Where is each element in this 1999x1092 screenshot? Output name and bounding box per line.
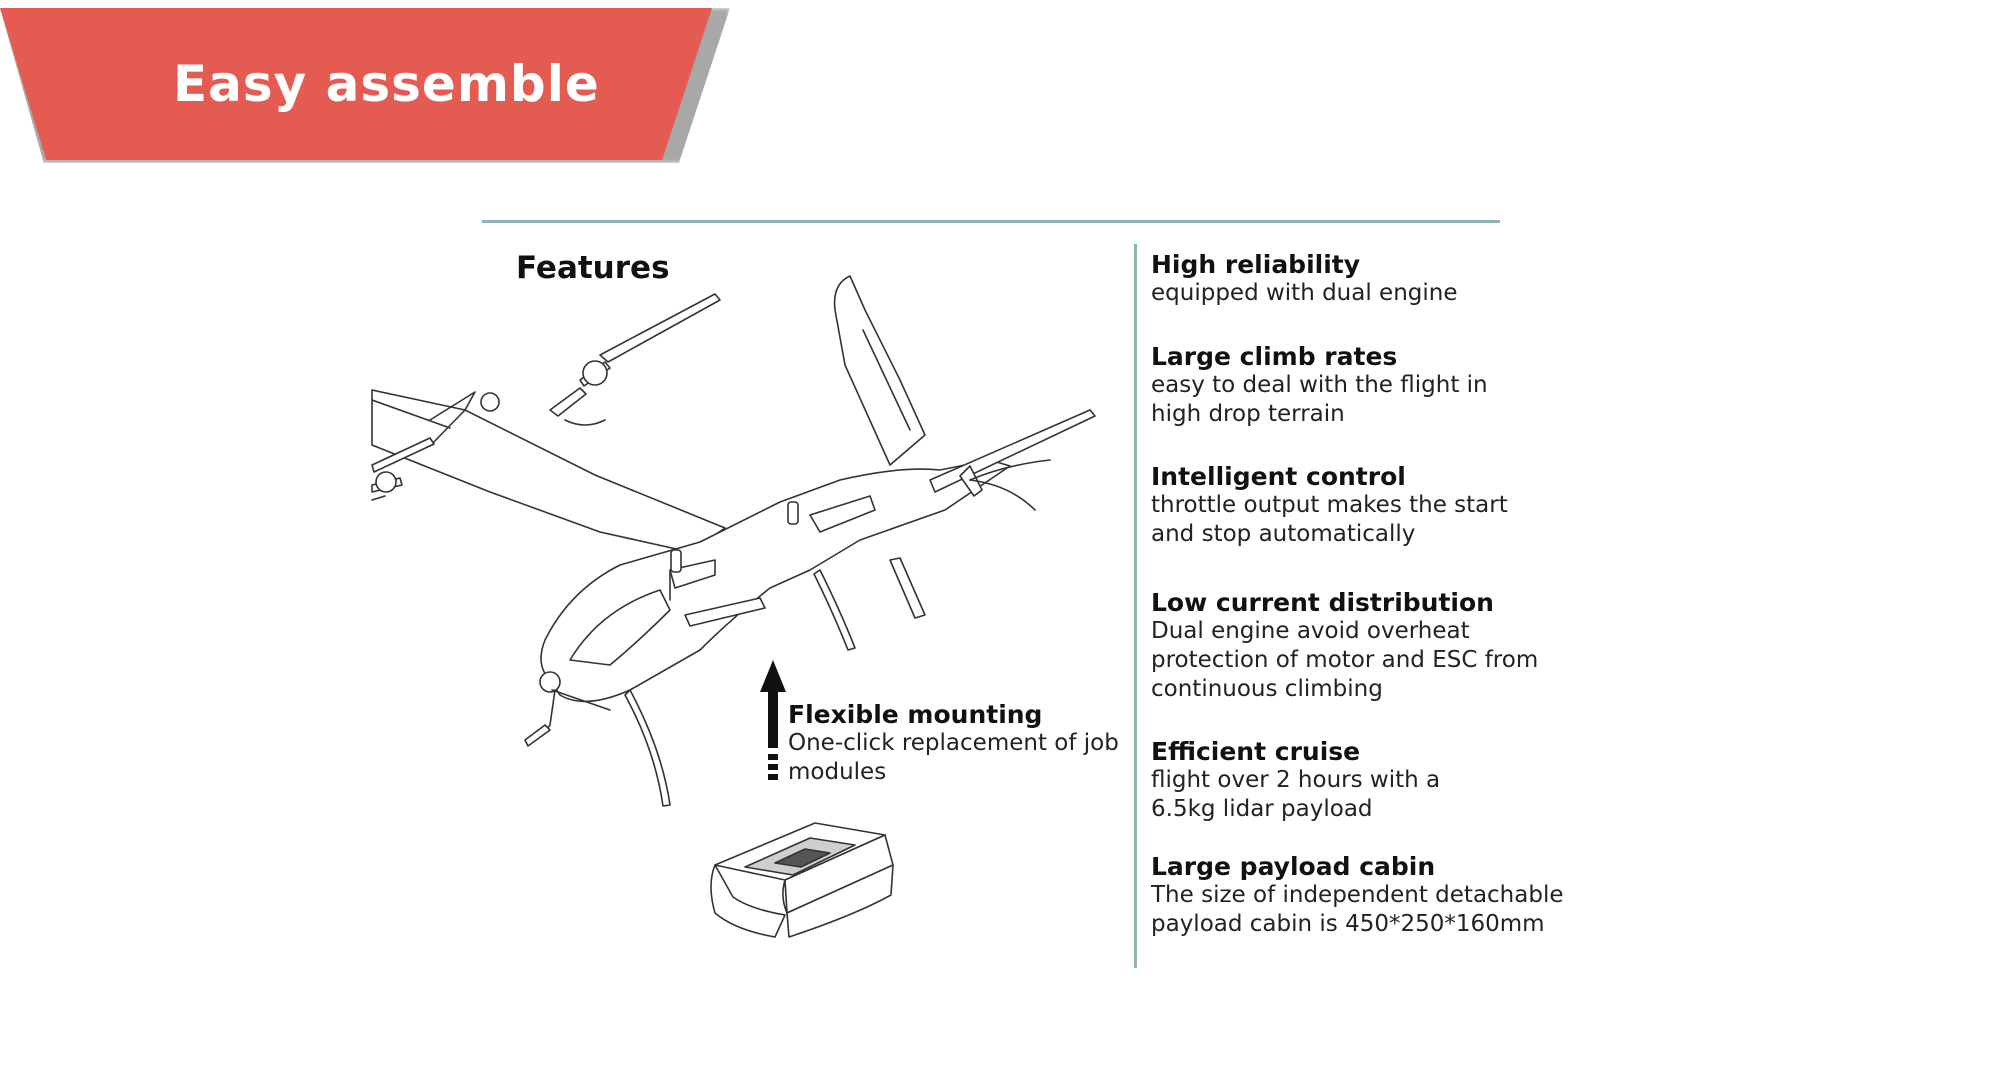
feature-description: flight over 2 hours with a 6.5kg lidar p… — [1151, 767, 1441, 822]
feature-item: Intelligent control throttle output make… — [1151, 462, 1591, 549]
features-heading: Features — [516, 250, 670, 286]
feature-title: Efficient cruise — [1151, 737, 1361, 766]
feature-title: Large payload cabin — [1151, 852, 1436, 881]
feature-item: Large payload cabin The size of independ… — [1151, 852, 1591, 939]
feature-description: The size of independent detachable paylo… — [1151, 882, 1564, 937]
feature-item: High reliability equipped with dual engi… — [1151, 250, 1591, 308]
feature-description: Dual engine avoid overheat protection of… — [1151, 618, 1539, 702]
feature-title: Large climb rates — [1151, 342, 1398, 371]
feature-title: Low current distribution — [1151, 588, 1494, 617]
drone-illustration — [370, 270, 1140, 950]
callout-description: One-click replacement of job modules — [788, 730, 1119, 785]
feature-description: equipped with dual engine — [1151, 280, 1458, 306]
rotor-upper — [600, 294, 720, 362]
feature-title: Intelligent control — [1151, 462, 1406, 491]
title-banner — [0, 8, 712, 160]
feature-item: Efficient cruise flight over 2 hours wit… — [1151, 737, 1591, 824]
callout-title: Flexible mounting — [788, 700, 1043, 729]
tail-fin-upper — [835, 276, 925, 465]
rotor-left — [372, 438, 434, 472]
top-divider — [482, 220, 1500, 223]
feature-title: High reliability — [1151, 250, 1361, 279]
feature-item: Low current distribution Dual engine avo… — [1151, 588, 1591, 704]
main-wing — [372, 390, 725, 552]
payload-cabin — [710, 822, 894, 938]
vertical-divider — [1134, 244, 1137, 968]
feature-item: Large climb rates easy to deal with the … — [1151, 342, 1591, 429]
tail-fin-lower — [890, 558, 925, 618]
landing-leg-rear — [814, 570, 855, 650]
feature-description: throttle output makes the start and stop… — [1151, 492, 1508, 547]
feature-description: easy to deal with the flight in high dro… — [1151, 372, 1488, 427]
landing-leg-front — [625, 690, 670, 806]
up-arrow-icon — [760, 660, 786, 780]
banner-title: Easy assemble — [173, 55, 600, 113]
